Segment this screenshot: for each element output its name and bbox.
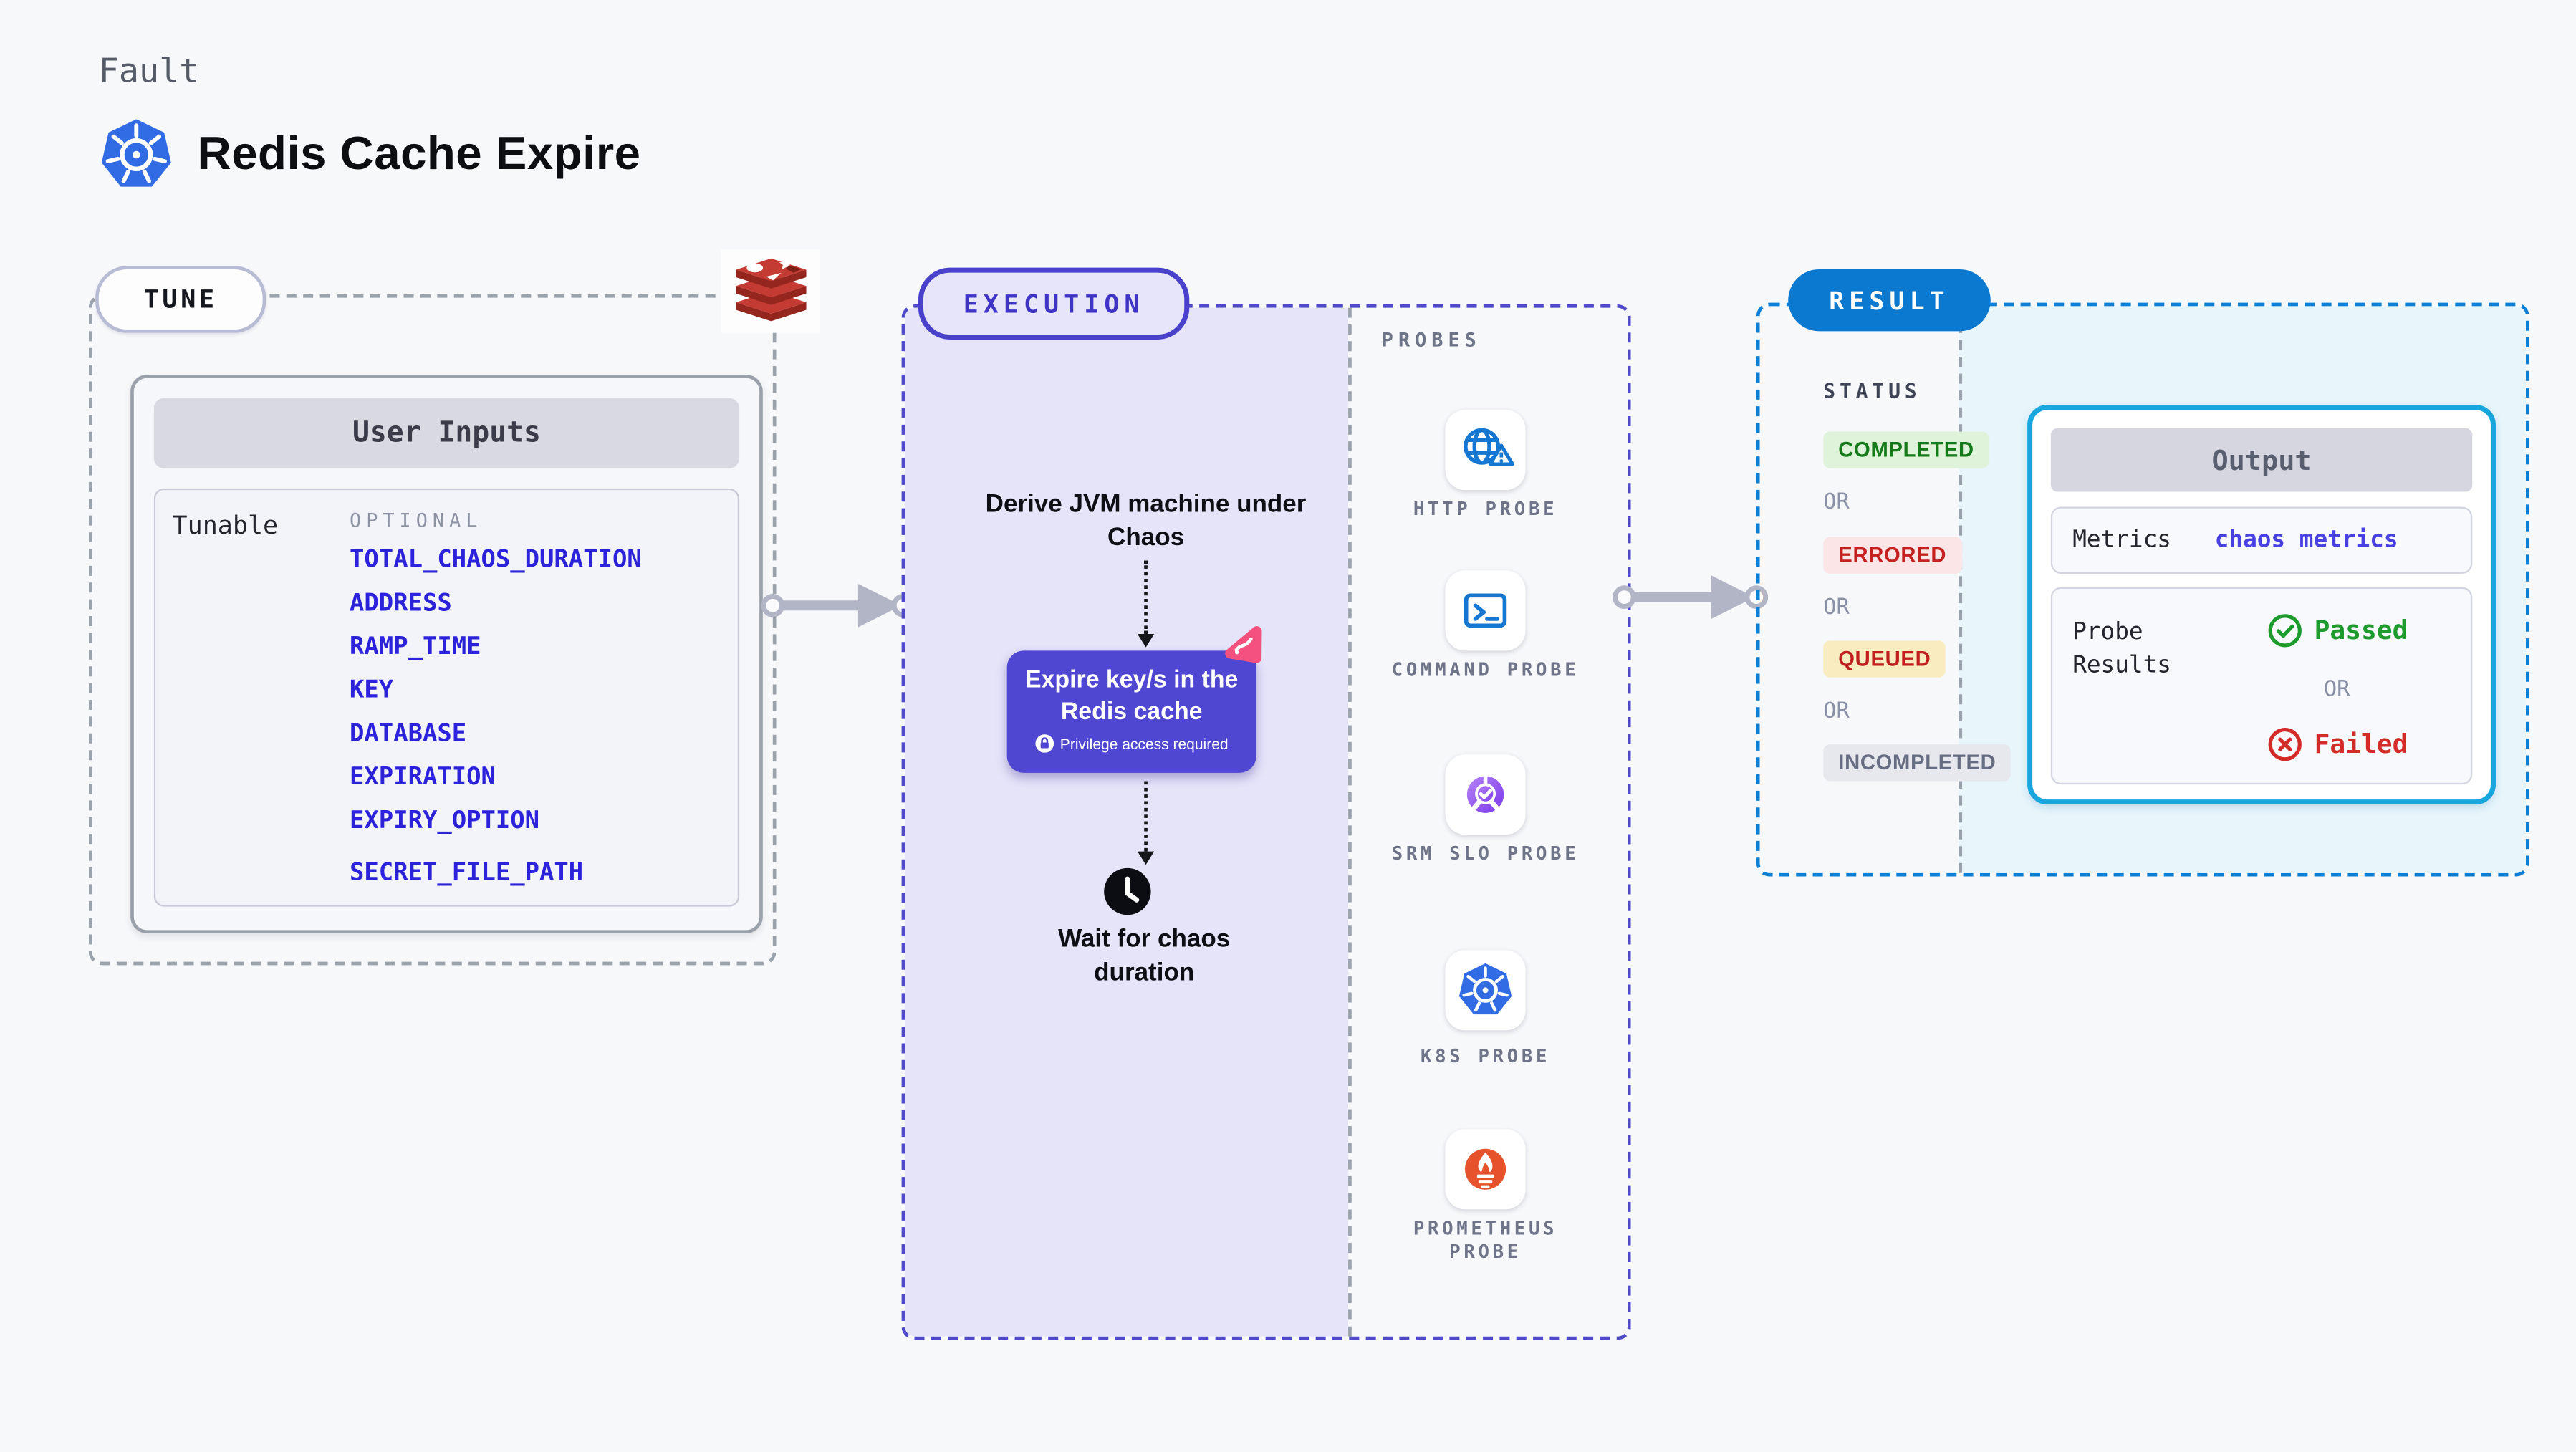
or-label: OR	[1823, 490, 1850, 516]
input-secret-file-path[interactable]: SECRET_FILE_PATH	[350, 860, 584, 887]
flow-dotted-line	[1144, 560, 1148, 635]
globe-alert-icon	[1464, 428, 1514, 466]
flow-arrowhead	[1137, 634, 1155, 648]
prometheus-probe-label: PROMETHEUS PROBE	[1413, 1217, 1558, 1264]
tune-badge: TUNE	[95, 266, 266, 333]
result-separator	[1959, 306, 1963, 873]
input-key[interactable]: KEY	[350, 677, 394, 705]
execution-panel	[905, 307, 1349, 1337]
input-total-chaos-duration[interactable]: TOTAL_CHAOS_DURATION	[350, 547, 642, 574]
failed-label: Failed	[2314, 729, 2408, 760]
arrow-execution-to-result	[1613, 574, 1769, 620]
status-badge-incompleted: INCOMPLETED	[1823, 744, 2012, 782]
status-badge-errored: ERRORED	[1823, 537, 1962, 574]
execution-section-box: PROBES Derive JVM machine under Chaos Ex…	[901, 304, 1631, 1340]
redis-logo-plate	[721, 249, 820, 333]
redis-icon	[735, 257, 806, 322]
kubernetes-icon	[101, 119, 171, 187]
privilege-note: Privilege access required	[1059, 735, 1229, 752]
kubernetes-icon	[1458, 963, 1512, 1015]
k8s-probe-label: K8S PROBE	[1420, 1045, 1551, 1067]
flow-arrowhead	[1137, 851, 1155, 865]
chaos-action-box: Expire key/s in the Redis cache Privileg…	[1006, 650, 1256, 773]
srm-slo-probe-card	[1445, 754, 1526, 835]
http-probe-label: HTTP PROBE	[1413, 498, 1558, 521]
or-label: OR	[2323, 677, 2350, 703]
status-badge-queued: QUEUED	[1823, 640, 1946, 678]
input-expiry-option[interactable]: EXPIRY_OPTION	[350, 807, 540, 835]
metrics-label: Metrics	[2072, 527, 2171, 554]
input-database[interactable]: DATABASE	[350, 721, 467, 748]
k8s-probe-card	[1445, 950, 1526, 1031]
execution-badge: EXECUTION	[918, 267, 1190, 340]
user-inputs-panel: Tunable OPTIONAL TOTAL_CHAOS_DURATION AD…	[153, 488, 740, 907]
connector-dot	[761, 593, 785, 617]
probes-label: PROBES	[1381, 327, 1481, 352]
lock-icon	[1034, 734, 1054, 753]
tunable-inputs-list: OPTIONAL TOTAL_CHAOS_DURATION ADDRESS RA…	[350, 509, 726, 888]
derive-step-text: Derive JVM machine under Chaos	[985, 490, 1307, 552]
metrics-row: Metrics chaos metrics	[2050, 506, 2473, 574]
passed-label: Passed	[2314, 615, 2408, 646]
probe-results-row: Probe Results Passed OR Failed	[2050, 587, 2473, 785]
or-label: OR	[1823, 595, 1850, 621]
result-section-box: STATUS COMPLETED OR ERRORED OR QUEUED OR…	[1756, 302, 2529, 877]
connector-dot	[1613, 585, 1636, 609]
chaos-action-title: Expire key/s in the Redis cache	[1025, 667, 1239, 726]
chaos-spark-icon	[1225, 626, 1262, 663]
metrics-value[interactable]: chaos metrics	[2214, 527, 2398, 554]
status-badge-completed: COMPLETED	[1823, 431, 1989, 468]
prometheus-probe-card	[1445, 1129, 1526, 1210]
probe-results-label: Probe Results	[2072, 618, 2171, 680]
probes-separator	[1348, 307, 1352, 1337]
status-label: STATUS	[1823, 380, 1921, 403]
input-expiration[interactable]: EXPIRATION	[350, 764, 496, 792]
clock-icon	[1104, 867, 1151, 915]
input-address[interactable]: ADDRESS	[350, 590, 452, 617]
tune-section-box	[88, 294, 777, 966]
output-header: Output	[2050, 428, 2473, 492]
output-card: Output Metrics chaos metrics Probe Resul…	[2027, 405, 2496, 805]
http-probe-card	[1445, 410, 1526, 491]
user-inputs-header: User Inputs	[153, 398, 740, 468]
or-label: OR	[1823, 699, 1850, 725]
page-title: Redis Cache Expire	[197, 127, 641, 179]
command-probe-label: COMMAND PROBE	[1391, 659, 1580, 681]
tunable-label: Tunable	[172, 510, 279, 541]
prometheus-flame-icon	[1465, 1148, 1506, 1190]
check-circle-icon	[2267, 614, 2301, 648]
input-ramp-time[interactable]: RAMP_TIME	[350, 634, 481, 661]
arrow-tune-to-execution	[761, 582, 915, 629]
optional-label: OPTIONAL	[350, 508, 483, 532]
command-probe-card	[1445, 570, 1526, 651]
srm-slo-probe-label: SRM SLO PROBE	[1391, 842, 1580, 865]
user-inputs-card: User Inputs Tunable OPTIONAL TOTAL_CHAOS…	[130, 375, 763, 933]
x-circle-icon	[2267, 728, 2301, 761]
terminal-icon	[1464, 593, 1507, 628]
wait-step-text: Wait for chaos duration	[1058, 925, 1231, 986]
fault-eyebrow: Fault	[98, 50, 200, 91]
slo-gauge-icon	[1466, 774, 1504, 813]
result-badge: RESULT	[1788, 269, 1991, 332]
flow-dotted-line	[1144, 781, 1148, 852]
